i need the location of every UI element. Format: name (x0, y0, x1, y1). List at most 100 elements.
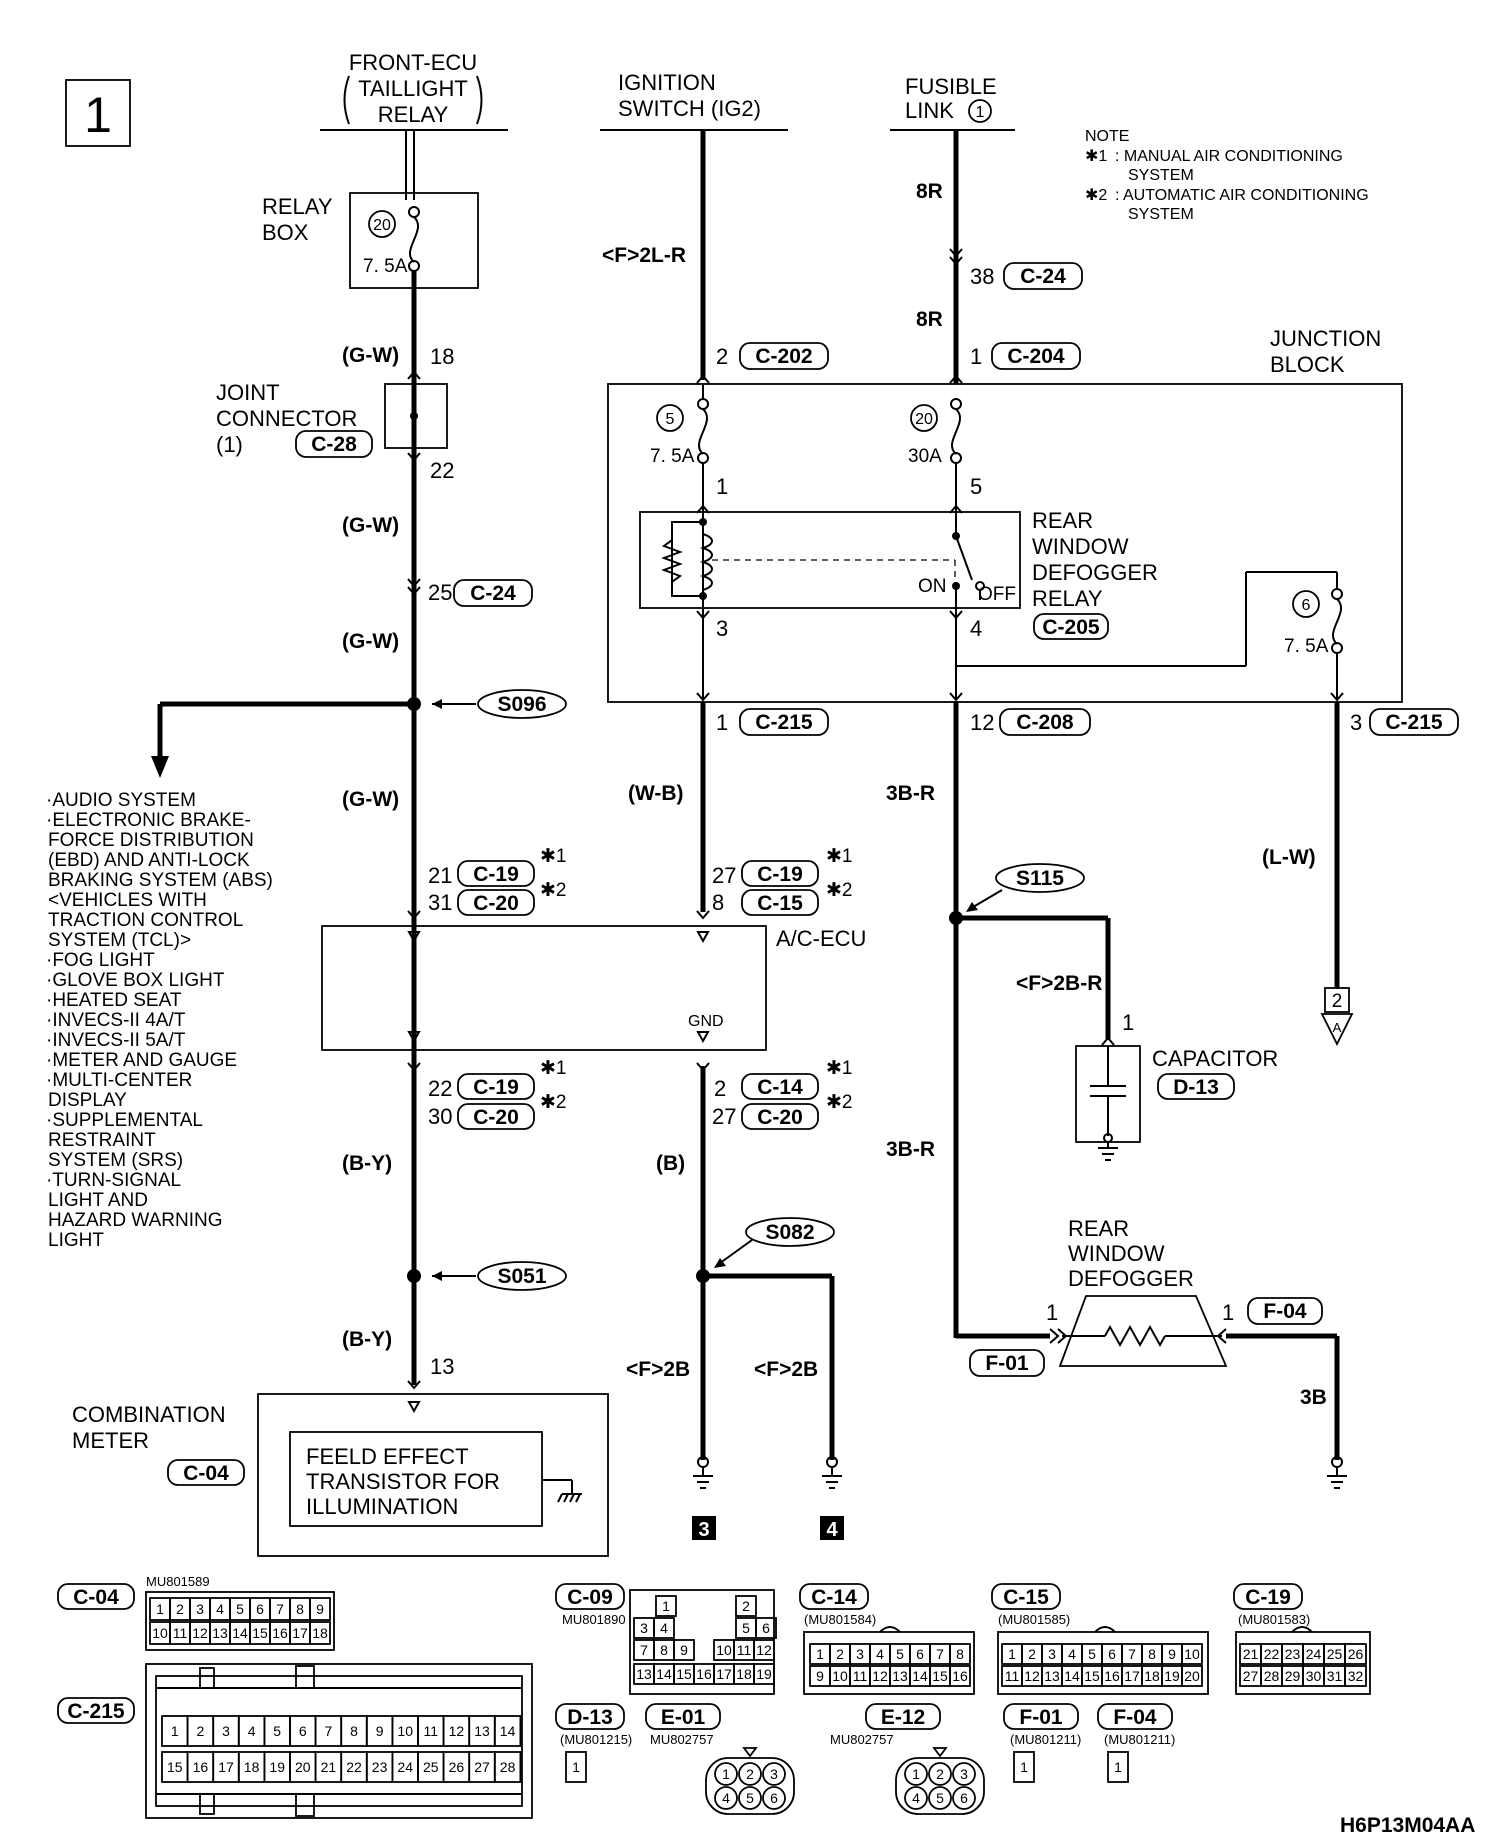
svg-text:IGNITION: IGNITION (618, 70, 716, 95)
connector-pin-label: 13 (636, 1666, 652, 1682)
svg-text:C-14: C-14 (811, 1586, 857, 1609)
connector-body (705, 1757, 795, 1815)
wire-label-gw-2: (G-W) (342, 514, 399, 537)
svg-text:HAZARD WARNING: HAZARD WARNING (48, 1210, 223, 1231)
svg-text:C-19: C-19 (473, 863, 519, 886)
svg-text:(MU801215): (MU801215) (560, 1732, 632, 1747)
connector-pin-label: 18 (736, 1666, 752, 1682)
splice-s082 (745, 1217, 835, 1247)
connector-pin-label: 8 (956, 1646, 964, 1662)
wire-label-gw-1: (G-W) (342, 344, 399, 367)
svg-text:: AUTOMATIC AIR CONDITIONING: : AUTOMATIC AIR CONDITIONING (1115, 187, 1369, 204)
wire-label-8r-1: 8R (916, 180, 943, 203)
svg-text:1: 1 (1114, 1759, 1122, 1775)
rear-window-defogger: REAR WINDOW DEFOGGER (1049, 1216, 1228, 1367)
connector-pin-cell (673, 1639, 695, 1661)
wire-label-gw-4: (G-W) (342, 788, 399, 811)
joint-connector: JOINT CONNECTOR (1) (216, 380, 448, 457)
svg-text:ON: ON (918, 576, 947, 597)
svg-text:DEFOGGER: DEFOGGER (1068, 1266, 1194, 1291)
svg-text:S096: S096 (497, 693, 546, 716)
connector-pin-label: 2 (746, 1766, 754, 1782)
svg-text:NOTE: NOTE (1085, 128, 1129, 145)
svg-text:C-215: C-215 (755, 711, 813, 734)
svg-text:30A: 30A (908, 446, 942, 467)
connector-pin-label: 16 (272, 1625, 288, 1641)
connector-pin-label: 1 (816, 1646, 824, 1662)
connector-pin-label: 6 (1108, 1646, 1116, 1662)
svg-text:C-19: C-19 (473, 1076, 519, 1099)
connector-pin-label: 13 (892, 1668, 908, 1684)
connector-pin-cell (735, 1595, 757, 1617)
svg-text:✱2: ✱2 (540, 1092, 567, 1113)
svg-text:✱1: ✱1 (540, 846, 567, 867)
connector-pin-label: 3 (222, 1723, 230, 1739)
ground-rear-defogger (1327, 1456, 1347, 1489)
connector-pin-label: 6 (770, 1790, 778, 1806)
figure-id: H6P13M04AA (1340, 1814, 1475, 1837)
connector-pin-label: 11 (1005, 1668, 1020, 1684)
svg-text:27: 27 (712, 863, 736, 888)
connector-pin-label: 14 (656, 1666, 672, 1682)
connector-pin-label: 18 (1144, 1668, 1160, 1684)
svg-text:BOX: BOX (262, 220, 309, 245)
connector-pin-label: 6 (299, 1723, 307, 1739)
connector-view-f04: F-04 (MU801211) 1 (1097, 1703, 1175, 1783)
svg-text:A: A (1333, 1020, 1342, 1035)
continuation-arrow: 2 A (1320, 987, 1354, 1047)
connector-pin-label: 10 (716, 1642, 732, 1658)
svg-text:C-19: C-19 (1245, 1586, 1291, 1609)
svg-text:LIGHT AND: LIGHT AND (48, 1190, 148, 1211)
svg-text:C-15: C-15 (757, 892, 803, 915)
svg-text:JUNCTION: JUNCTION (1270, 326, 1381, 351)
svg-text:MU801589: MU801589 (146, 1574, 210, 1589)
connector-pin-label: 2 (176, 1601, 184, 1617)
connector-pin-label: 5 (896, 1646, 904, 1662)
svg-text:·AUDIO SYSTEM: ·AUDIO SYSTEM (46, 790, 196, 811)
splice-s115 (995, 863, 1085, 893)
connector-pin-label: 24 (1306, 1646, 1322, 1662)
svg-text:1: 1 (716, 474, 728, 499)
splice-s051 (477, 1261, 567, 1291)
connector-pin-label: 22 (1264, 1646, 1280, 1662)
svg-text:C-04: C-04 (73, 1586, 119, 1609)
svg-text:F-01: F-01 (985, 1352, 1029, 1375)
svg-text:C-24: C-24 (1020, 265, 1066, 288)
connector-pin-label: 16 (1104, 1668, 1120, 1684)
svg-text:22: 22 (428, 1076, 452, 1101)
connector-pin-cell (949, 1643, 971, 1665)
connector-pin-label: 12 (872, 1668, 888, 1684)
connector-pin-label: 16 (696, 1666, 712, 1682)
connector-pin-label: 8 (296, 1601, 304, 1617)
connector-pin-label: 3 (1048, 1646, 1056, 1662)
connector-f01 (969, 1349, 1045, 1377)
connector-pin-label: 16 (952, 1668, 968, 1684)
connector-pin-label: 11 (737, 1642, 752, 1658)
svg-text:F-04: F-04 (1113, 1706, 1157, 1729)
connector-view-d13: D-13 (MU801215) 1 (555, 1703, 632, 1783)
connector-pin-label: 3 (196, 1601, 204, 1617)
svg-text:1: 1 (1222, 1300, 1234, 1325)
connector-pin-label: 7 (640, 1642, 648, 1658)
connector-pin-label: 28 (1264, 1668, 1280, 1684)
connector-pin-label: 1 (1008, 1646, 1016, 1662)
connector-pin-label: 4 (216, 1601, 224, 1617)
svg-text:C-28: C-28 (311, 433, 357, 456)
connector-pin-label: 5 (742, 1620, 750, 1636)
svg-text:✱2: ✱2 (540, 880, 567, 901)
connector-pin-cell (714, 1762, 738, 1786)
svg-text:✱2: ✱2 (826, 1092, 853, 1113)
connector-pin-label: 21 (321, 1759, 337, 1775)
connector-pin-cell (493, 1715, 522, 1747)
svg-text:C-14: C-14 (757, 1076, 803, 1099)
connector-c19-a (457, 860, 535, 887)
connector-pin-cell (753, 1663, 775, 1685)
connector-pin-label: 26 (1348, 1646, 1364, 1662)
connector-pin-label: 17 (1124, 1668, 1140, 1684)
connector-c208 (999, 708, 1091, 736)
svg-text:31: 31 (428, 890, 452, 915)
connector-pin-cell (1344, 1643, 1367, 1665)
connector-pin-label: 17 (218, 1759, 234, 1775)
